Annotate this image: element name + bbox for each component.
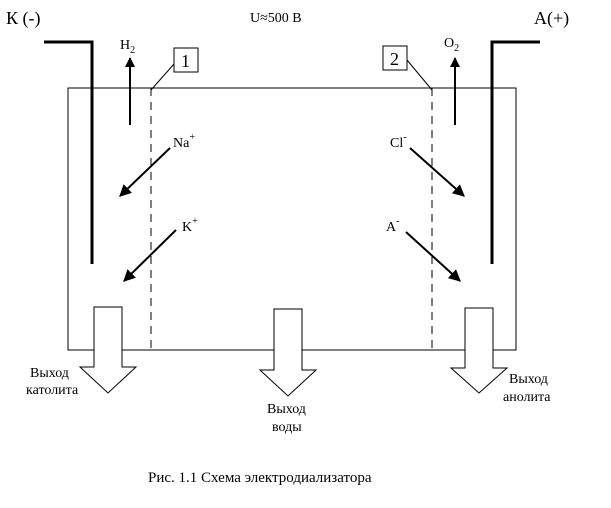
- a-ion-arrow: [405, 231, 461, 282]
- anolyte-outlet-label-1: Выход: [509, 372, 548, 387]
- callout-leader-2: [406, 59, 433, 91]
- water-outlet-label-2: воды: [272, 420, 302, 435]
- na-ion-label: Na+: [173, 132, 195, 151]
- cathode-electrode: [44, 40, 94, 264]
- voltage-label: U≈500 В: [250, 11, 302, 26]
- k-ion-arrow: [123, 229, 177, 282]
- catholyte-outlet-arrow: [78, 306, 138, 394]
- callout-box-1: [173, 47, 199, 73]
- cathode-label: К (-): [6, 8, 41, 29]
- anolyte-outlet-label-2: анолита: [503, 390, 551, 405]
- callout-leader-1: [150, 63, 175, 91]
- figure-caption: Рис. 1.1 Схема электродиализатора: [148, 470, 372, 486]
- a-ion-label: A-: [386, 216, 399, 235]
- water-outlet-label-1: Выход: [267, 402, 306, 417]
- cl-ion-arrow: [409, 147, 465, 197]
- anode-electrode: [490, 40, 540, 264]
- o2-label: O2: [444, 36, 459, 54]
- anolyte-outlet-arrow: [449, 307, 509, 394]
- na-ion-arrow: [119, 147, 171, 197]
- water-outlet-arrow: [258, 308, 318, 397]
- k-ion-label: K+: [182, 216, 198, 235]
- anode-label: А(+): [534, 8, 569, 29]
- catholyte-outlet-label-1: Выход: [30, 366, 69, 381]
- cl-ion-label: Cl-: [390, 132, 407, 151]
- callout-number-1: 1: [181, 51, 190, 71]
- h2-label: H2: [120, 38, 135, 56]
- callout-number-2: 2: [390, 49, 399, 69]
- callout-box-2: [382, 45, 408, 71]
- catholyte-outlet-label-2: католита: [26, 383, 79, 398]
